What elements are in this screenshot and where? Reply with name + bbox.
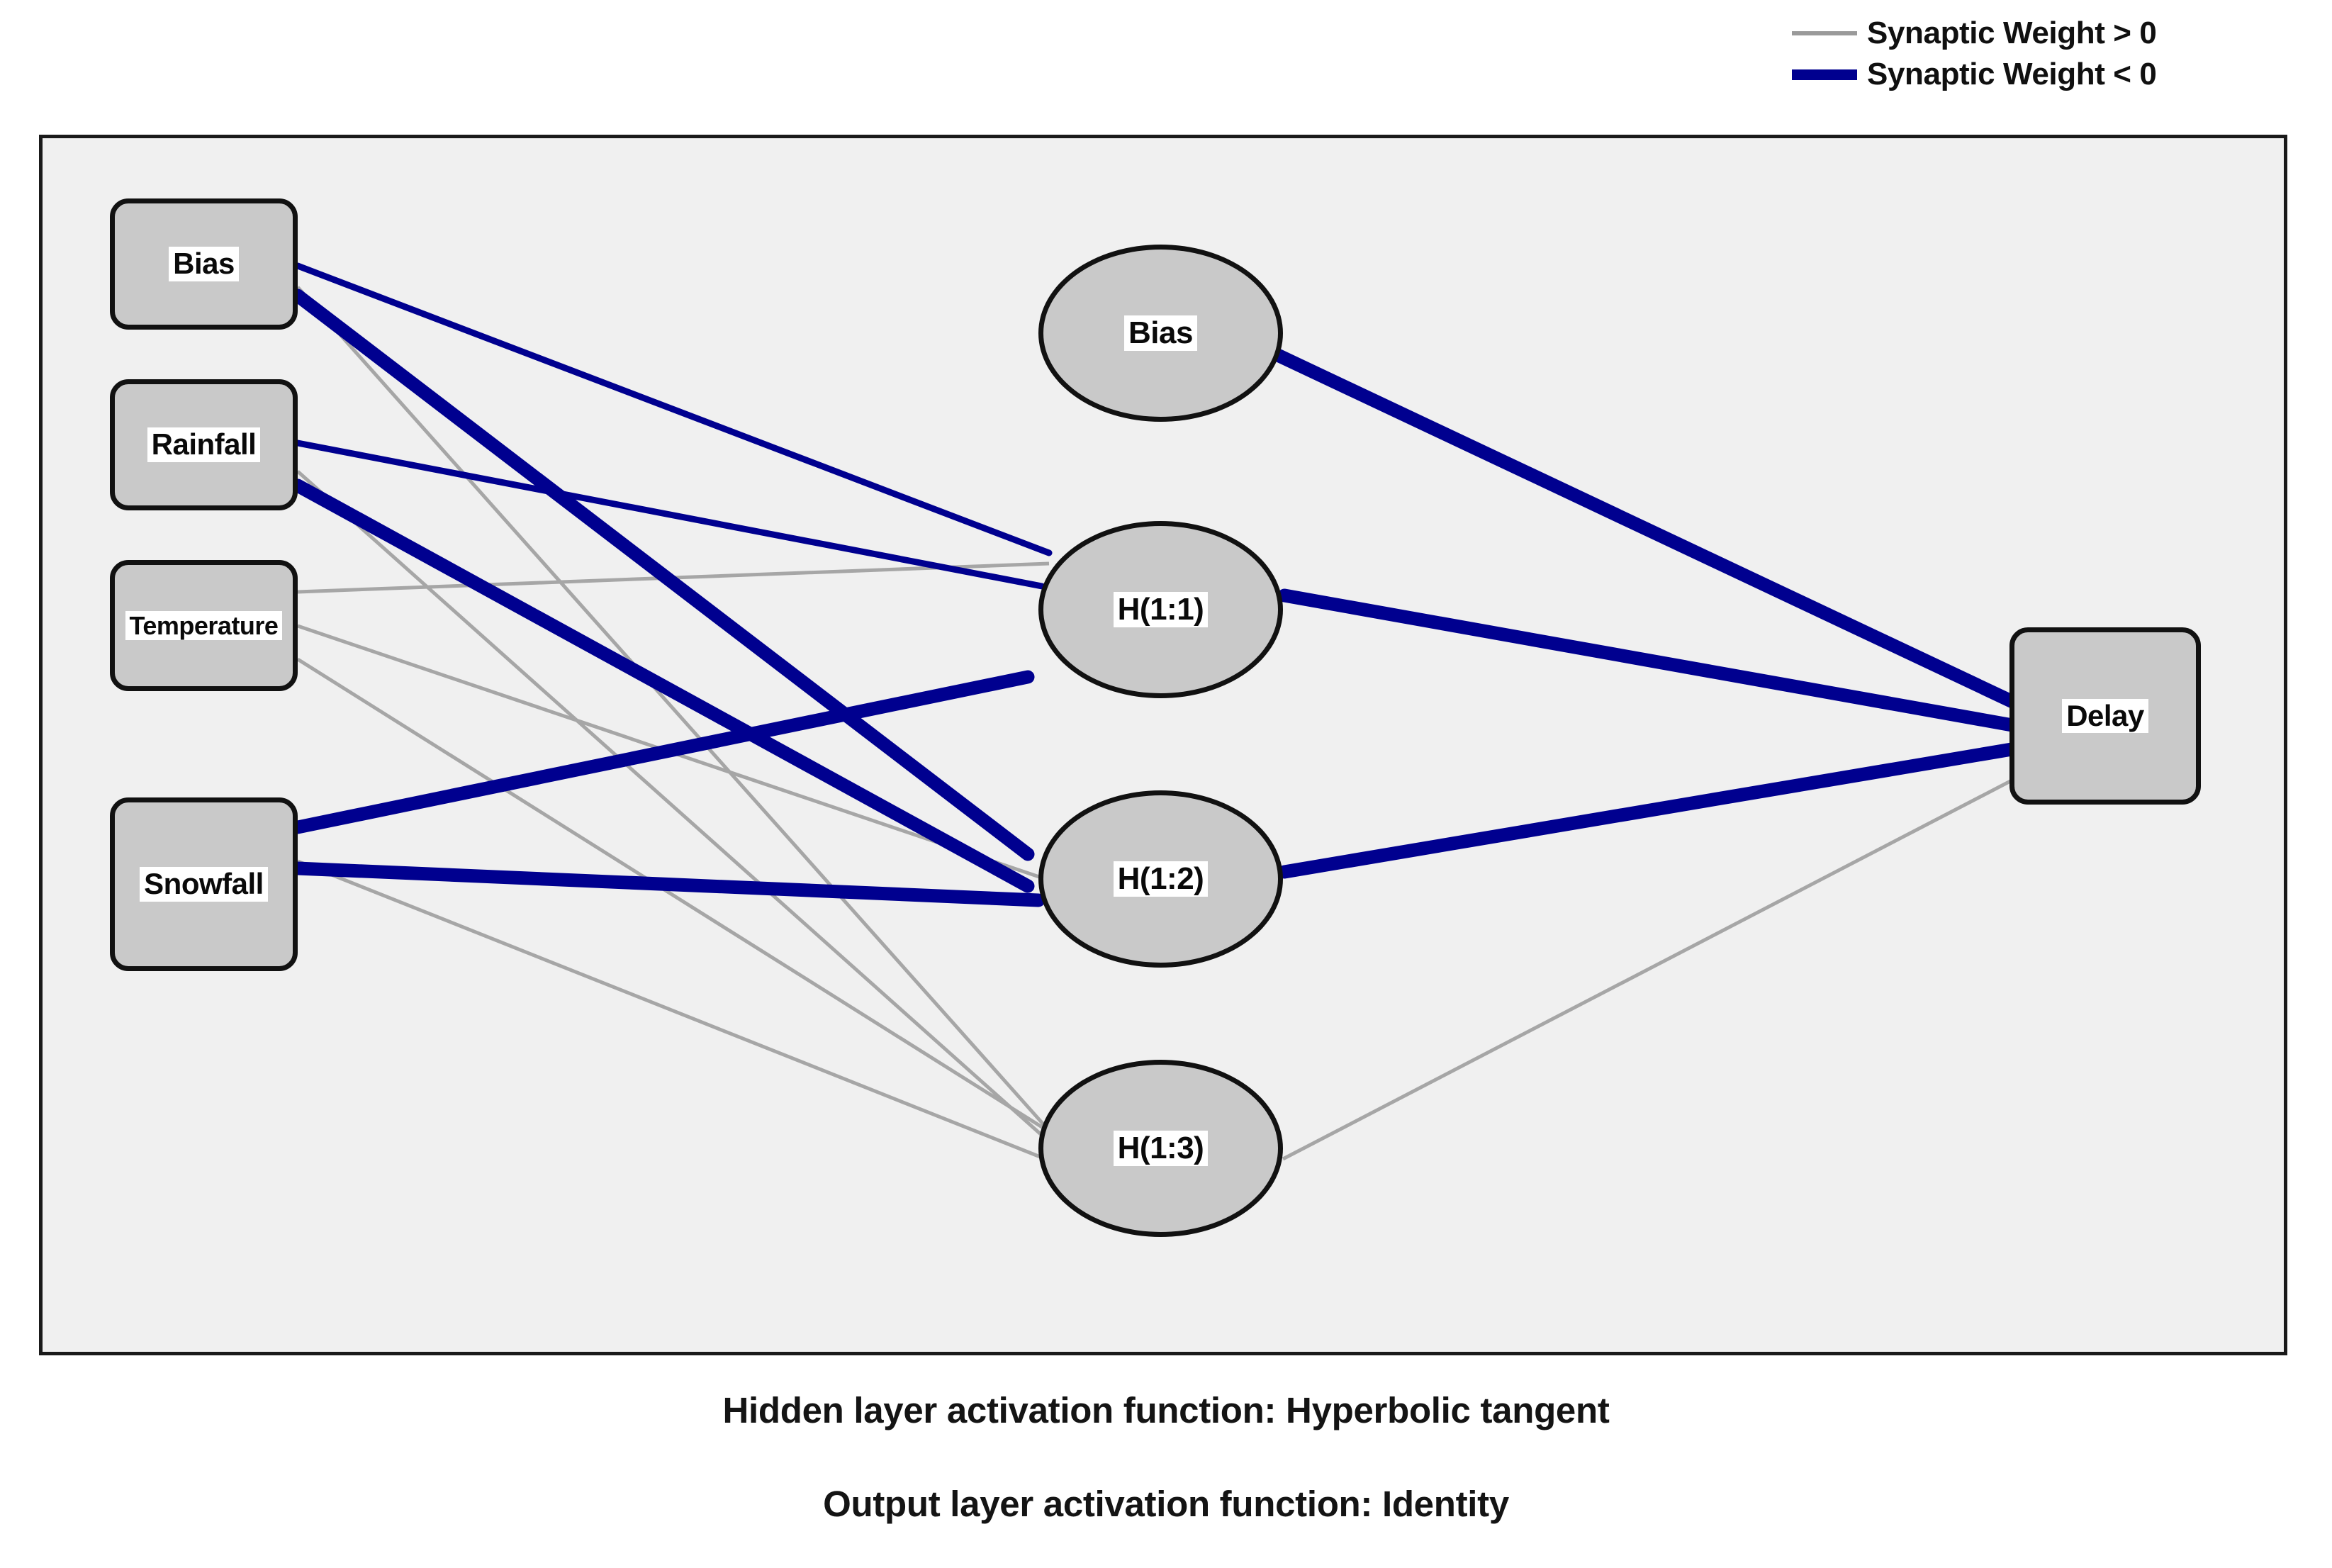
line-swatch-icon	[1792, 31, 1857, 35]
hidden-node-h13[interactable]: H(1:3)	[1038, 1060, 1283, 1237]
edge-in-rainfall-to-h13	[296, 470, 1054, 1146]
node-label: H(1:2)	[1113, 861, 1209, 897]
node-label: Snowfall	[140, 867, 268, 902]
synaptic-edges-layer	[291, 262, 2027, 1161]
edge-hid-bias-to-delay	[1262, 344, 2027, 712]
node-label: Delay	[2062, 698, 2148, 734]
edge-in-temperature-to-h13	[296, 657, 1049, 1133]
edge-h13-to-delay	[1282, 778, 2014, 1161]
edge-in-rainfall-to-h12	[291, 478, 1035, 893]
node-label: H(1:1)	[1113, 591, 1209, 628]
negative-edges-group	[291, 262, 2027, 907]
hidden-activation-caption: Hidden layer activation function: Hyperb…	[722, 1390, 1610, 1430]
hidden-node-bias[interactable]: Bias	[1038, 245, 1283, 422]
positive-edges-group	[296, 286, 2014, 1161]
output-activation-caption: Output layer activation function: Identi…	[823, 1484, 1509, 1524]
edge-in-bias-to-h13	[296, 286, 1050, 1132]
legend-item-positive-weight: Synaptic Weight > 0	[1792, 13, 2316, 54]
line-swatch-icon	[1792, 69, 1857, 80]
node-label: Bias	[1124, 315, 1197, 352]
hidden-node-h11[interactable]: H(1:1)	[1038, 521, 1283, 698]
hidden-node-h12[interactable]: H(1:2)	[1038, 790, 1283, 968]
legend-label-negative-weight: Synaptic Weight < 0	[1867, 57, 2157, 91]
legend: Synaptic Weight > 0 Synaptic Weight < 0	[1792, 13, 2316, 95]
input-node-temperature[interactable]: Temperature	[110, 560, 298, 691]
node-label: H(1:3)	[1113, 1130, 1209, 1167]
legend-item-negative-weight: Synaptic Weight < 0	[1792, 54, 2316, 95]
edge-in-snowfall-to-h12	[291, 861, 1046, 907]
edge-h11-to-delay	[1277, 588, 2027, 734]
node-label: Temperature	[125, 610, 283, 641]
network-diagram-panel: Bias Rainfall Temperature Snowfall Bias …	[39, 135, 2287, 1355]
legend-label-positive-weight: Synaptic Weight > 0	[1867, 16, 2157, 50]
input-node-rainfall[interactable]: Rainfall	[110, 379, 298, 510]
edge-in-snowfall-to-h11	[291, 670, 1035, 834]
edge-in-snowfall-to-h13	[297, 859, 1046, 1161]
input-node-bias[interactable]: Bias	[110, 198, 298, 330]
edge-in-rainfall-to-h11	[294, 439, 1046, 590]
node-label: Bias	[169, 247, 239, 281]
edge-in-bias-to-h12	[291, 289, 1035, 861]
node-label: Rainfall	[147, 427, 261, 462]
output-node-delay[interactable]: Delay	[2009, 627, 2201, 805]
edge-h12-to-delay	[1277, 741, 2027, 879]
edge-in-bias-to-h11	[294, 262, 1053, 556]
input-node-snowfall[interactable]: Snowfall	[110, 797, 298, 971]
